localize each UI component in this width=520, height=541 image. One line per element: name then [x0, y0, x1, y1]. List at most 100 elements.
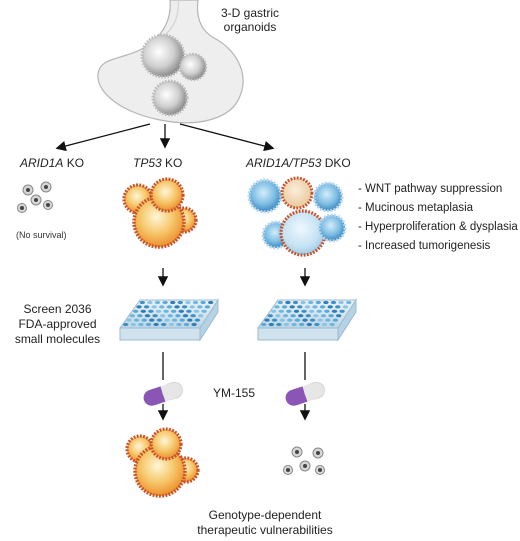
phenotype-item: - Increased tumorigenesis: [358, 240, 491, 252]
plate-well: [192, 300, 199, 305]
plate-well: [139, 300, 145, 305]
plate-well: [304, 305, 311, 309]
plate-well: [281, 305, 288, 309]
plate-well: [144, 314, 151, 318]
plate-well: [126, 318, 132, 322]
dko-organoids: [247, 176, 347, 257]
plate-well: [201, 309, 207, 313]
dead-cells-right: [283, 446, 325, 475]
well-plate-left: [119, 298, 219, 342]
plate-well: [309, 318, 316, 322]
branch-label-arid1a: ARID1A KO: [20, 156, 84, 170]
plate-well: [141, 318, 147, 322]
plate-well: [329, 322, 335, 327]
plate-well: [179, 318, 185, 322]
plate-well: [335, 305, 341, 309]
branch-tp53-gene: TP53: [133, 156, 162, 170]
plate-well: [133, 318, 140, 322]
dead-cells-left: [17, 181, 53, 213]
plate-well: [314, 322, 320, 327]
plate-well: [148, 309, 154, 313]
phenotype-item: - Mucinous metaplasia: [358, 202, 474, 214]
branch-dko-gene: ARID1A/TP53: [246, 156, 322, 170]
plate-well: [176, 322, 182, 327]
gastric-organoids: [140, 33, 208, 117]
plate-well: [197, 305, 203, 309]
plate-well: [164, 318, 170, 322]
plate-well: [189, 305, 195, 309]
plate-well: [177, 300, 183, 305]
plate-well: [301, 309, 307, 313]
drug-label: YM-155: [213, 386, 256, 400]
plate-well: [278, 309, 284, 313]
plate-well: [198, 314, 204, 318]
plate-well: [166, 305, 173, 309]
plate-well: [163, 309, 169, 313]
tp53-organoids-treated: [125, 427, 200, 498]
plate-well: [140, 309, 146, 313]
plate-well: [315, 300, 321, 305]
plate-well: [162, 300, 168, 305]
arrow-to-arid1a: [55, 123, 151, 152]
plate-well: [346, 300, 352, 305]
plate-well: [153, 322, 159, 327]
plate-well: [143, 305, 150, 309]
conclusion-label: Genotype-dependent therapeutic vulnerabi…: [160, 508, 370, 538]
plate-well: [261, 322, 267, 327]
plate-well: [174, 305, 180, 309]
plate-well: [129, 314, 135, 318]
plate-well: [171, 318, 178, 322]
plate-well: [274, 305, 280, 309]
branch-arid1a-suffix: KO: [63, 156, 85, 170]
no-survival-note: (No survival): [16, 230, 67, 240]
plate-well: [152, 314, 158, 318]
plate-well: [287, 318, 293, 322]
plate-well: [302, 318, 308, 322]
plate-well: [271, 318, 278, 322]
screen-label-line3: small molecules: [14, 332, 101, 346]
plate-well: [342, 305, 349, 309]
plate-well: [136, 305, 142, 309]
plate-well: [138, 322, 144, 327]
plate-well: [160, 314, 166, 318]
plate-well: [325, 318, 331, 322]
plate-well: [183, 322, 190, 327]
plate-well: [200, 300, 206, 305]
phenotype-item: - Hyperproliferation & dysplasia: [358, 221, 518, 233]
plate-well: [159, 305, 165, 309]
plate-well: [147, 300, 153, 305]
plate-well: [321, 322, 328, 327]
plate-well: [130, 322, 136, 327]
phenotype-item: - WNT pathway suppression: [358, 183, 503, 195]
plate-well: [309, 309, 315, 313]
plate-well: [156, 318, 163, 322]
plate-well: [289, 305, 295, 309]
plate-well: [268, 322, 274, 327]
plate-well: [185, 300, 191, 305]
branch-tp53-suffix: KO: [161, 156, 183, 170]
plate-well: [194, 318, 201, 322]
plate-well: [324, 309, 330, 313]
organoids-label-line2: organoids: [223, 20, 277, 34]
plate-well: [338, 300, 344, 305]
well-plate-right: [257, 298, 357, 342]
plate-well: [168, 322, 174, 327]
plate-well: [186, 309, 192, 313]
branch-dko-suffix: DKO: [321, 156, 351, 170]
plate-well: [279, 318, 285, 322]
branch-label-tp53: TP53 KO: [133, 156, 182, 170]
plate-well: [332, 318, 339, 322]
plate-well: [298, 314, 304, 318]
plate-well: [137, 314, 143, 318]
plate-well: [187, 318, 193, 322]
pill-icon-right: [285, 381, 325, 406]
plate-well: [312, 305, 318, 309]
plate-well: [328, 314, 334, 318]
plate-well: [171, 309, 177, 313]
plate-well: [149, 318, 155, 322]
plate-well: [291, 322, 297, 327]
plate-well: [282, 314, 289, 318]
plate-well: [336, 314, 342, 318]
plate-well: [313, 314, 319, 318]
